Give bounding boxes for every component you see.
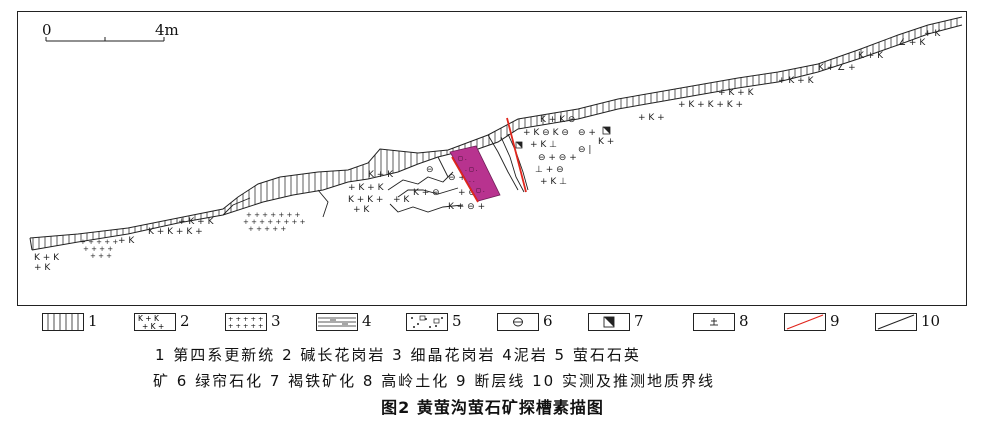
legend-swatch-kaolinization bbox=[693, 313, 735, 331]
svg-text:⊥ + ⊖: ⊥ + ⊖ bbox=[535, 165, 564, 175]
svg-text:+ K +: + K + bbox=[142, 322, 164, 331]
svg-text:+ + + + +: + + + + + bbox=[248, 225, 286, 233]
svg-text:K + K: K + K bbox=[858, 51, 884, 61]
boundary-lines bbox=[222, 133, 529, 218]
svg-text:K + ⊖: K + ⊖ bbox=[413, 188, 440, 198]
legend-num: 1 bbox=[88, 312, 98, 330]
legend-swatch-boundary-line bbox=[875, 313, 917, 331]
legend: 1 K + K + K + 2 + + + + + + + + + + 3 4 bbox=[0, 309, 985, 339]
svg-text:+ + + + +: + + + + + bbox=[228, 322, 264, 330]
legend-num: 2 bbox=[180, 312, 190, 330]
legend-num: 9 bbox=[830, 312, 840, 330]
fine-granite-symbols: + + + + + + + + + + + + + + + + + + + + … bbox=[80, 211, 306, 260]
legend-swatch-quaternary bbox=[42, 313, 84, 331]
trench-sketch-frame: K + K + K + K K + K + K + + K + K + K + … bbox=[17, 11, 967, 306]
svg-text:+ + + +: + + + + bbox=[83, 245, 113, 253]
svg-text:+ + + + + + + +: + + + + + + + + bbox=[243, 218, 306, 226]
svg-text:K + K: K + K bbox=[138, 314, 160, 323]
svg-text:+ K: + K bbox=[34, 263, 51, 273]
svg-text:∠ + K: ∠ + K bbox=[898, 38, 926, 48]
svg-text:. ◻ .: . ◻ . bbox=[465, 166, 478, 173]
fault-line bbox=[506, 117, 527, 193]
legend-swatch-mudstone bbox=[316, 313, 358, 331]
legend-swatch-fault-line bbox=[784, 313, 826, 331]
svg-text:◻ .: ◻ . bbox=[458, 155, 467, 162]
svg-text:K +: K + bbox=[598, 137, 614, 147]
trench-sketch: K + K + K + K K + K + K + + K + K + K + … bbox=[29, 16, 963, 273]
svg-text:+ K: + K bbox=[118, 236, 135, 246]
scale-start-label: 0 bbox=[42, 21, 52, 39]
svg-text:+ + + + +: + + + + + bbox=[80, 238, 118, 246]
svg-text:+ K ⊥: + K ⊥ bbox=[530, 140, 557, 150]
svg-text:+ K: + K bbox=[353, 205, 370, 215]
legend-num: 5 bbox=[452, 312, 462, 330]
svg-text:◻ .: ◻ . bbox=[476, 187, 485, 194]
svg-text:+ K + K: + K + K bbox=[778, 76, 815, 86]
alkali-granite-symbols: K + K + K + K K + K + K + + K + K + K + … bbox=[34, 29, 941, 273]
svg-text:+ K + K + K +: + K + K + K + bbox=[678, 100, 743, 110]
svg-text:K + K ⊖: K + K ⊖ bbox=[540, 115, 575, 125]
svg-text:K + K +: K + K + bbox=[348, 195, 383, 205]
legend-num: 10 bbox=[921, 312, 941, 330]
svg-text:+ + +: + + + bbox=[90, 252, 112, 260]
svg-text:+ K ⊥: + K ⊥ bbox=[540, 177, 567, 187]
svg-text:⊖: ⊖ bbox=[426, 165, 434, 175]
scale-bar bbox=[45, 37, 165, 42]
legend-num: 8 bbox=[739, 312, 749, 330]
svg-text:+ K + K: + K + K bbox=[348, 183, 385, 193]
svg-text:+ K: + K bbox=[924, 29, 941, 39]
legend-num: 7 bbox=[634, 312, 644, 330]
legend-caption-line-2: 矿 6 绿帘石化 7 褐铁矿化 8 高岭土化 9 断层线 10 实测及推测地质界… bbox=[153, 372, 715, 390]
svg-text:K + K + K +: K + K + K + bbox=[148, 227, 203, 237]
svg-text:+ K + K: + K + K bbox=[178, 217, 215, 227]
svg-text:K + ⊖ +: K + ⊖ + bbox=[448, 202, 485, 212]
svg-text:+ + + + + + +: + + + + + + + bbox=[246, 211, 301, 219]
svg-text:⊖ |: ⊖ | bbox=[578, 145, 591, 155]
legend-swatch-epidotization bbox=[497, 313, 539, 331]
legend-caption-line-1: 1 第四系更新统 2 碱长花岗岩 3 细晶花岗岩 4泥岩 5 萤石石英 bbox=[155, 346, 641, 364]
legend-num: 6 bbox=[543, 312, 553, 330]
svg-text:+ + + + +: + + + + + bbox=[228, 315, 264, 323]
svg-text:+ K: + K bbox=[393, 195, 410, 205]
svg-text:+ K +: + K + bbox=[638, 113, 665, 123]
svg-text:K + K: K + K bbox=[34, 253, 60, 263]
svg-text:⊖ +: ⊖ + bbox=[578, 128, 596, 138]
alteration-symbols: ⊖ ⊖ + + ⊖ + K K + ⊖ K + ⊖ + + K ⊖ K ⊖ + … bbox=[393, 115, 614, 212]
scale-end-label: 4m bbox=[155, 21, 179, 39]
svg-text:⊖ +: ⊖ + bbox=[448, 173, 466, 183]
limonite-marks bbox=[515, 126, 611, 149]
svg-text:+ K + K: + K + K bbox=[718, 88, 755, 98]
legend-num: 4 bbox=[362, 312, 372, 330]
svg-text:K + ∠ +: K + ∠ + bbox=[818, 63, 856, 73]
svg-text:K + K: K + K bbox=[368, 170, 394, 180]
quaternary-layer bbox=[29, 16, 963, 251]
svg-text:+ ⊖: + ⊖ bbox=[458, 188, 476, 198]
fault-line-west bbox=[451, 156, 479, 203]
figure-title: 图2 黄萤沟萤石矿探槽素描图 bbox=[381, 398, 604, 417]
legend-swatch-alkali-granite: K + K + K + bbox=[134, 313, 176, 331]
legend-swatch-fluorite-quartz bbox=[406, 313, 448, 331]
svg-text:+ K ⊖ K ⊖: + K ⊖ K ⊖ bbox=[523, 128, 569, 138]
legend-swatch-fine-granite: + + + + + + + + + + bbox=[225, 313, 267, 331]
legend-swatch-limonitization bbox=[588, 313, 630, 331]
svg-text:. .: . . bbox=[469, 177, 475, 184]
svg-text:⊖ + ⊖ +: ⊖ + ⊖ + bbox=[538, 153, 577, 163]
legend-num: 3 bbox=[271, 312, 281, 330]
